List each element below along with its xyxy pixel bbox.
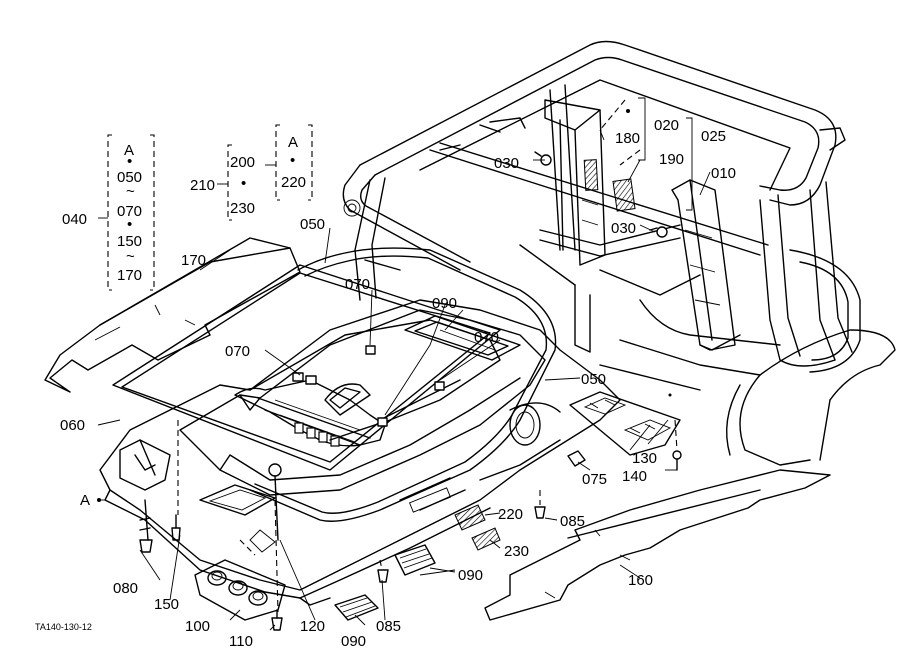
dot — [626, 109, 630, 113]
bracket-040-right — [150, 134, 155, 291]
label-210: 210 — [190, 177, 215, 194]
label-090-bottom: 090 — [341, 633, 366, 650]
label-025: 025 — [701, 128, 726, 145]
part-090-grille-bottom — [334, 594, 379, 621]
group-040-item-2: 070 — [117, 203, 142, 220]
drawing-code: TA140-130-12 — [35, 622, 92, 632]
bracket-210 — [227, 144, 232, 221]
label-A-ref: A — [80, 492, 90, 509]
brand-mark — [294, 422, 340, 447]
bracket-025 — [686, 117, 693, 211]
leader-lines — [97, 129, 711, 631]
part-010-panel — [671, 179, 741, 351]
label-220: 220 — [498, 506, 523, 523]
label-170: 170 — [181, 252, 206, 269]
bracket-020 — [638, 97, 646, 161]
hardware — [139, 151, 682, 631]
label-030-a: 030 — [494, 155, 519, 172]
part-070-blocks — [292, 345, 445, 427]
label-110: 110 — [229, 633, 253, 650]
part-220-label — [454, 504, 486, 531]
part-090-grille-center — [324, 383, 371, 416]
part-090-grille-top — [404, 315, 521, 361]
label-090-right: 090 — [458, 567, 483, 584]
label-020: 020 — [654, 117, 679, 134]
right-fender — [599, 299, 896, 466]
group-210-item-1: 230 — [230, 200, 255, 217]
group-040-sep-1: ~ — [126, 183, 135, 200]
part-090-grille-bottom-right — [394, 544, 436, 576]
group-040-item-0: A — [124, 142, 134, 159]
label-150: 150 — [154, 596, 179, 613]
group-040-item-4: 170 — [117, 267, 142, 284]
group-200-item-0: A — [288, 134, 298, 151]
label-075: 075 — [582, 471, 607, 488]
part-190-label — [612, 178, 636, 212]
label-130: 130 — [632, 450, 657, 467]
group-040-sep-2: • — [127, 216, 132, 233]
label-180: 180 — [615, 130, 640, 147]
part-180-panel — [544, 99, 606, 266]
label-080: 080 — [113, 580, 138, 597]
label-060: 060 — [60, 417, 85, 434]
group-200-item-1: 220 — [281, 174, 306, 191]
part-160-mat — [484, 469, 831, 621]
label-100: 100 — [185, 618, 210, 635]
label-070-right: 070 — [474, 329, 499, 346]
part-230-label — [471, 527, 501, 551]
label-070-top: 070 — [345, 276, 370, 293]
dashed-guides — [177, 99, 678, 613]
label-120: 120 — [300, 618, 325, 635]
part-100-switch-panel — [194, 559, 286, 621]
label-010: 010 — [711, 165, 736, 182]
cab-frame — [342, 40, 861, 373]
group-200-sep: • — [290, 152, 295, 169]
group-040-item-3: 150 — [117, 233, 142, 250]
label-050-right: 050 — [581, 371, 606, 388]
dot — [668, 393, 672, 397]
bracket-040-left — [107, 134, 112, 291]
label-085-right: 085 — [560, 513, 585, 530]
dot — [97, 498, 101, 502]
part-060-gasket — [112, 264, 501, 471]
group-210-sep: • — [241, 175, 246, 192]
label-230: 230 — [504, 543, 529, 560]
part-labels: 010 020 025 030 030 180 190 170 050 070 … — [35, 117, 736, 650]
label-050-top: 050 — [300, 216, 325, 233]
label-070-left: 070 — [225, 343, 250, 360]
bracket-200-right — [308, 124, 313, 201]
group-040-sep-0: • — [127, 153, 132, 170]
label-085-bottom: 085 — [376, 618, 401, 635]
label-090-top: 090 — [432, 295, 457, 312]
label-040: 040 — [62, 211, 87, 228]
group-040-item-1: 050 — [117, 169, 142, 186]
label-190: 190 — [659, 151, 684, 168]
bracket-200-left — [275, 124, 280, 201]
group-040-sep-3: ~ — [126, 248, 135, 265]
group-210-item-0: 200 — [230, 154, 255, 171]
part-050-seal — [249, 247, 557, 522]
part-130-panel — [569, 391, 681, 456]
part-170-mat — [44, 237, 301, 393]
label-140: 140 — [622, 468, 647, 485]
label-160: 160 — [628, 572, 653, 589]
label-030-b: 030 — [611, 220, 636, 237]
